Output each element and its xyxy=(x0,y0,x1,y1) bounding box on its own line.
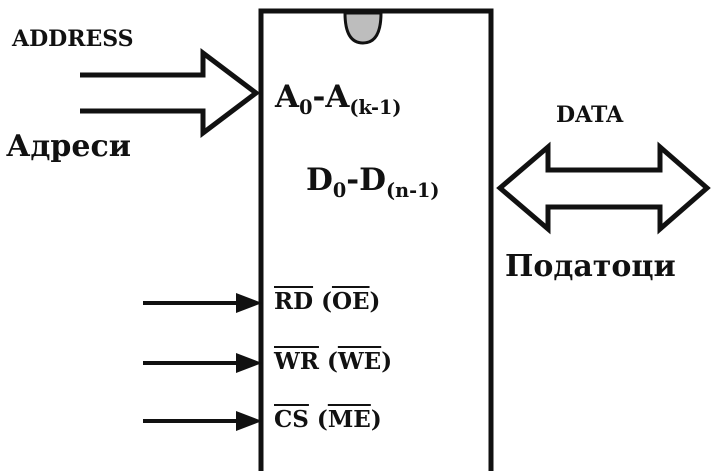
rd-signal-label: RD (OE) xyxy=(274,288,381,315)
chip-body xyxy=(258,8,494,471)
data-label-en: DATA xyxy=(556,102,624,128)
data-pin-last-index: (n-1) xyxy=(386,179,440,203)
address-pins-label: A0-A(k-1) xyxy=(275,79,401,118)
data-pins-label: D0-D(n-1) xyxy=(306,162,440,201)
address-bus-arrow xyxy=(80,47,261,139)
rd-signal-alt: OE xyxy=(331,288,370,315)
data-pin-letter-last: D xyxy=(359,162,387,198)
address-pin-first-index: 0 xyxy=(299,96,313,120)
data-pin-sep: - xyxy=(346,162,360,198)
wr-signal-arrowhead xyxy=(236,353,262,373)
data-pin-letter-first: D xyxy=(306,162,333,198)
data-bus-arrow xyxy=(496,141,711,235)
cs-signal-arrowhead xyxy=(236,411,262,431)
wr-signal-alt: WE xyxy=(337,348,382,375)
address-label-en: ADDRESS xyxy=(12,26,134,52)
cs-signal-name: CS xyxy=(274,406,309,433)
data-label-mk: Податоци xyxy=(505,249,676,284)
rd-signal-name: RD xyxy=(274,288,314,315)
address-pin-letter-first: A xyxy=(275,79,300,115)
cs-signal-alt: ME xyxy=(327,406,371,433)
address-pin-sep: - xyxy=(312,79,326,115)
wr-signal-label: WR (WE) xyxy=(274,348,393,375)
address-label-mk: Адреси xyxy=(6,129,132,164)
data-pin-first-index: 0 xyxy=(332,179,347,203)
address-pin-last-index: (k-1) xyxy=(349,96,402,120)
address-pin-letter-last: A xyxy=(325,79,350,115)
chip-notch xyxy=(343,11,383,45)
wr-signal-name: WR xyxy=(274,348,319,375)
cs-signal-label: CS (ME) xyxy=(274,406,382,433)
rd-signal-arrowhead xyxy=(236,293,262,313)
